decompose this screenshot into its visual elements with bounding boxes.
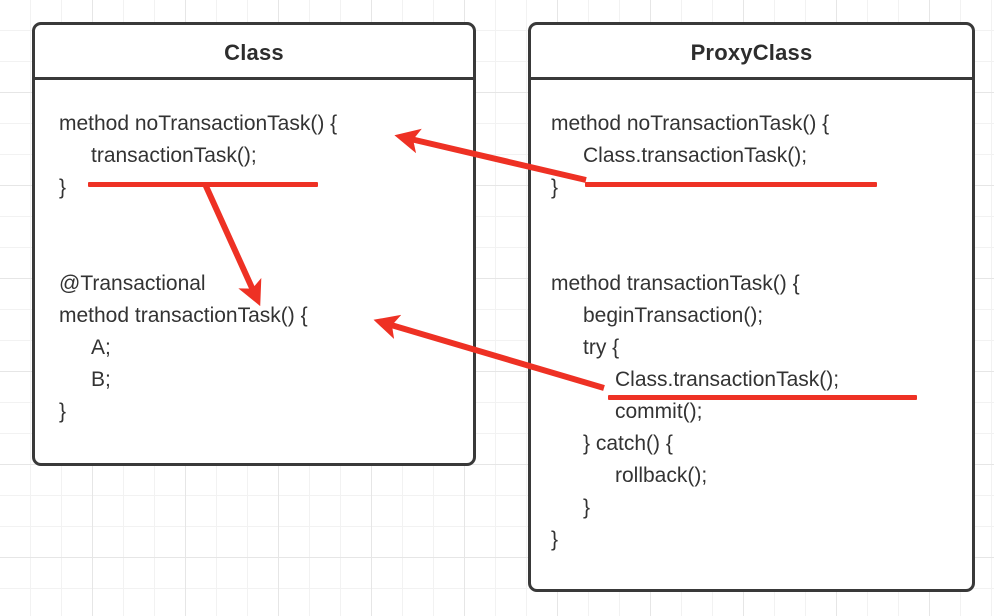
code-line: } — [59, 400, 67, 423]
code-line: transactionTask(); — [91, 144, 257, 167]
code-line: } — [551, 528, 559, 551]
code-line-blank — [35, 204, 473, 236]
uml-class-title: Class — [35, 25, 473, 80]
code-line: A; — [91, 336, 111, 359]
uml-proxyclass-title: ProxyClass — [531, 25, 972, 80]
code-line: method noTransactionTask() { — [551, 112, 830, 135]
code-line: method transactionTask() { — [59, 304, 308, 327]
code-line: rollback(); — [615, 464, 708, 487]
code-line: } — [583, 496, 591, 519]
uml-class-body: method noTransactionTask() { transactionT… — [35, 80, 473, 428]
code-line: method transactionTask() { — [551, 272, 800, 295]
code-line: beginTransaction(); — [583, 304, 764, 327]
uml-proxyclass-body: method noTransactionTask() { Class.transa… — [531, 80, 972, 556]
code-line: } — [59, 176, 67, 199]
code-line: Class.transactionTask(); — [583, 144, 808, 167]
uml-proxyclass-box: ProxyClass method noTransactionTask() { C… — [528, 22, 975, 592]
code-line: Class.transactionTask(); — [615, 368, 840, 391]
code-line-blank — [35, 236, 473, 268]
code-line-blank — [531, 236, 972, 268]
code-line: try { — [583, 336, 620, 359]
code-line: } catch() { — [583, 432, 673, 455]
code-line: @Transactional — [59, 272, 206, 295]
code-line: } — [551, 176, 559, 199]
code-line: commit(); — [615, 400, 703, 423]
code-line: B; — [91, 368, 111, 391]
code-line-blank — [531, 204, 972, 236]
code-line: method noTransactionTask() { — [59, 112, 338, 135]
uml-class-box: Class method noTransactionTask() { transa… — [32, 22, 476, 466]
